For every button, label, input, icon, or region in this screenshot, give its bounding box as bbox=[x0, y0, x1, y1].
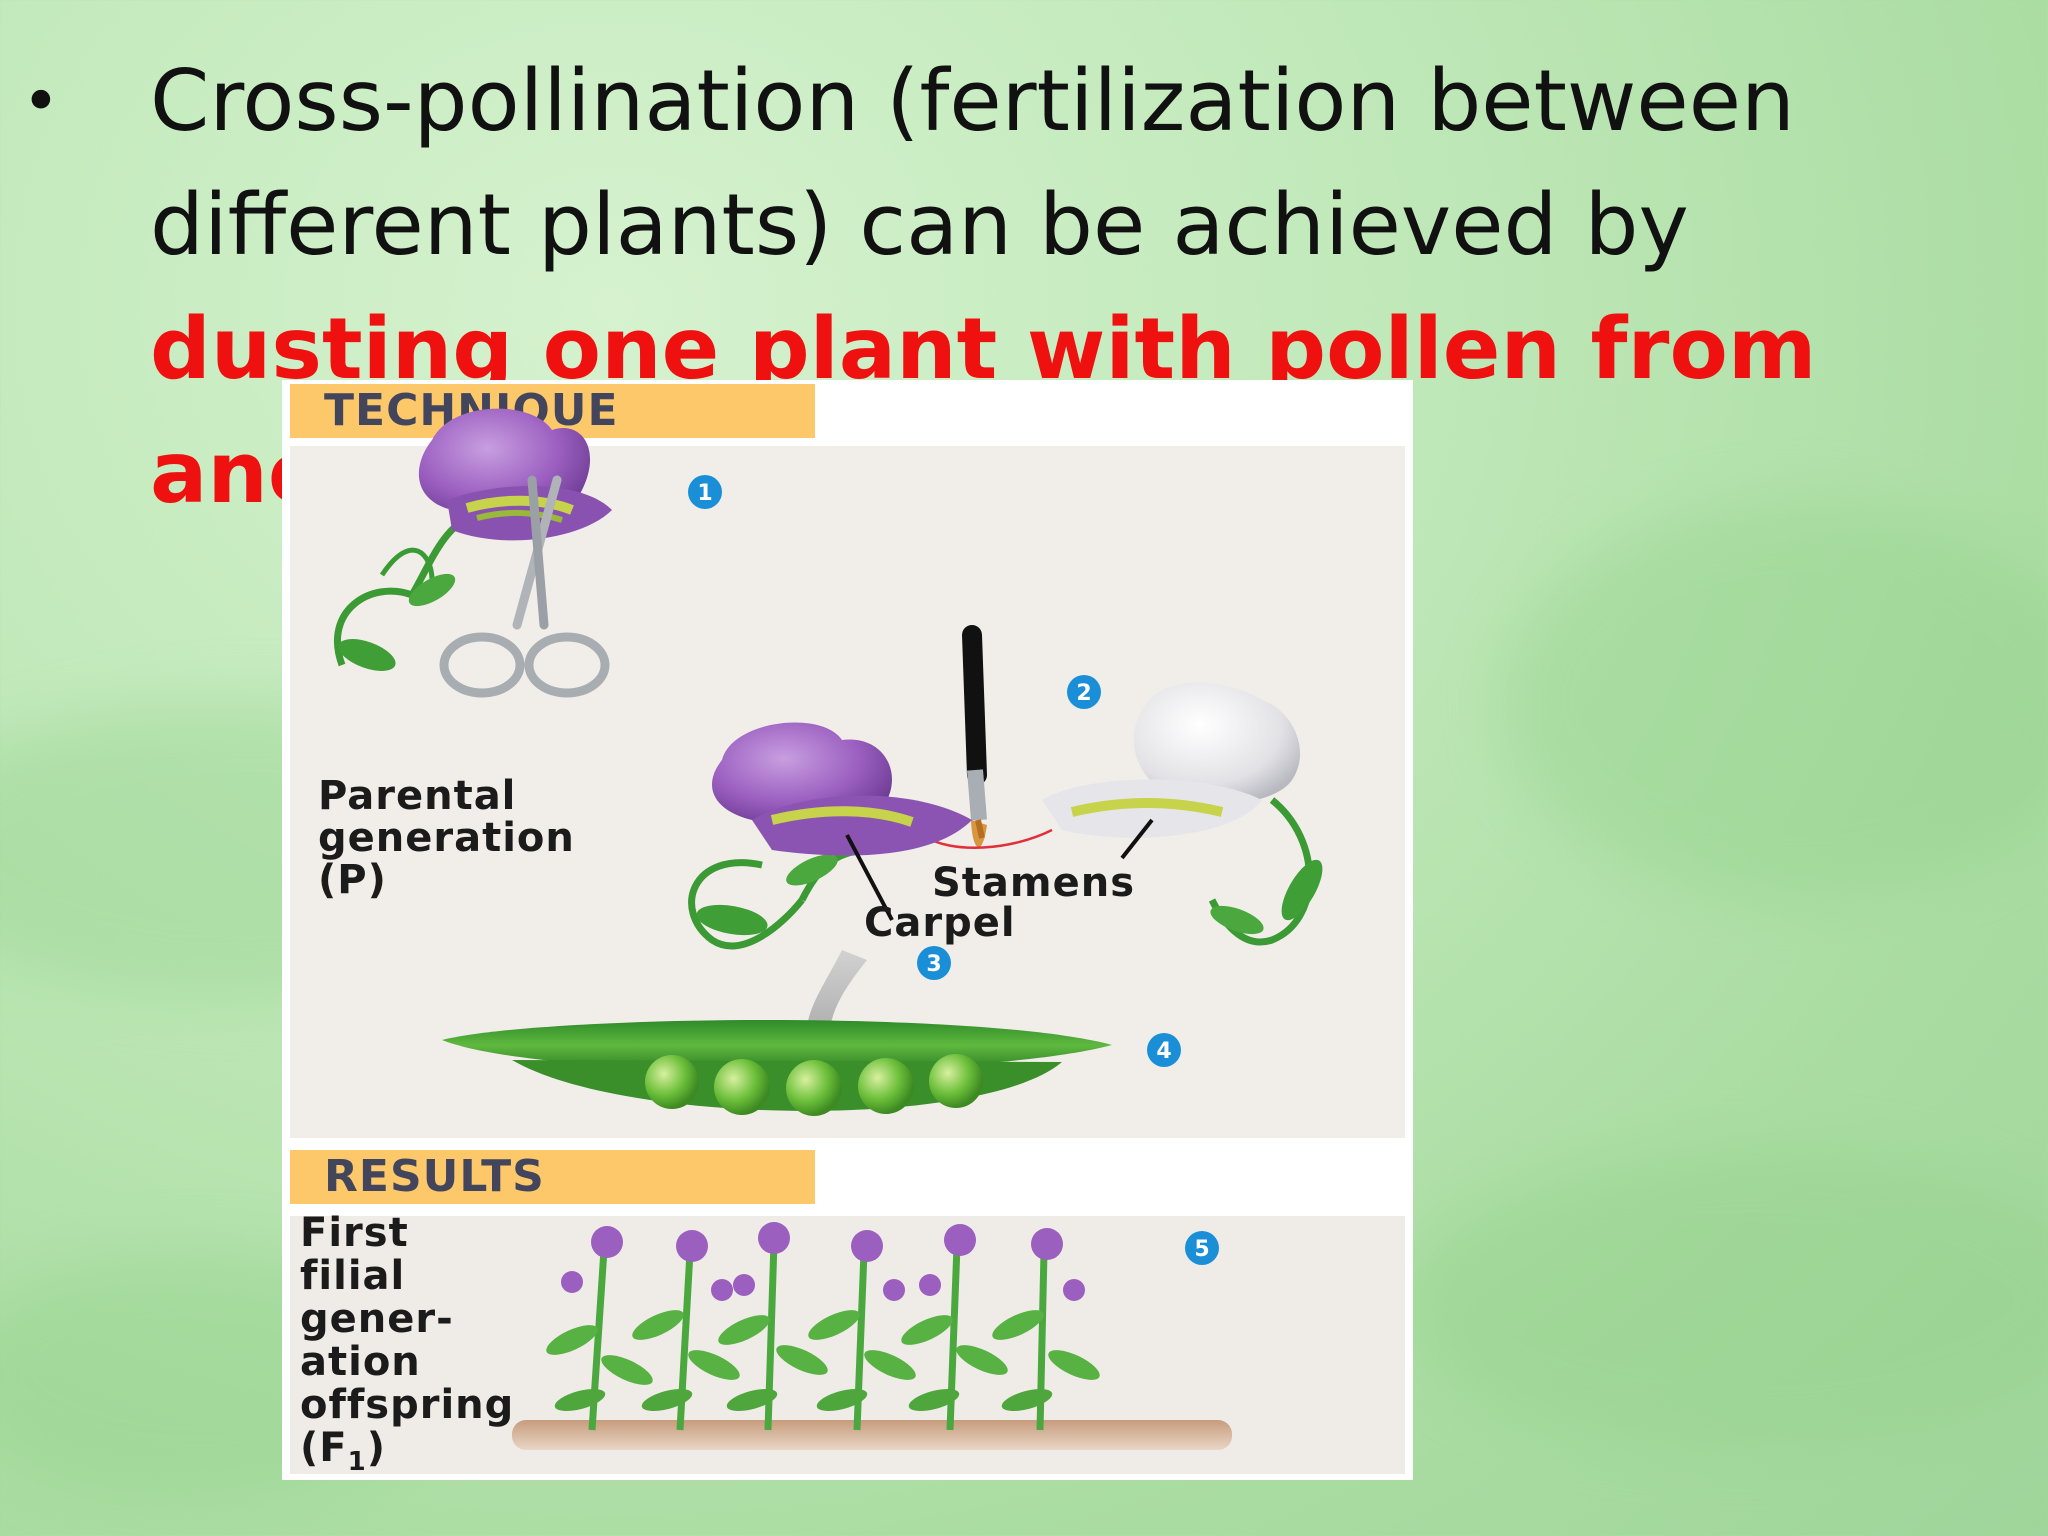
f1-offspring-label: First filial gener- ation offspring (F1) bbox=[300, 1212, 514, 1484]
paragraph-text: Cross-pollination (fertilization between… bbox=[150, 52, 1795, 275]
pea-pod bbox=[442, 1020, 1112, 1116]
stamens-label: Stamens bbox=[932, 860, 1136, 906]
step-badge-3: 3 bbox=[917, 946, 951, 980]
pollination-figure: TECHNIQUE RESULTS bbox=[282, 380, 1413, 1480]
bullet-point: • bbox=[22, 65, 60, 139]
figure-illustration: 1 2 3 4 5 bbox=[333, 408, 1323, 1450]
step-number: 1 bbox=[697, 481, 712, 506]
step-badge-4: 4 bbox=[1147, 1033, 1181, 1067]
step-number: 4 bbox=[1156, 1039, 1171, 1064]
step-number: 2 bbox=[1076, 681, 1091, 706]
background-streak bbox=[1400, 1150, 2048, 1450]
stamens-leader-line bbox=[1120, 818, 1154, 860]
parental-generation-label: Parental generation (P) bbox=[318, 773, 575, 903]
step-badge-2: 2 bbox=[1067, 675, 1101, 709]
results-label: RESULTS bbox=[290, 1150, 815, 1204]
carpel-label: Carpel bbox=[864, 900, 1016, 946]
offspring-plant bbox=[992, 1228, 1100, 1431]
scissors-icon bbox=[439, 475, 610, 698]
carpel-leader-line bbox=[845, 834, 894, 921]
slide-body: • Cross-pollination (fertilization betwe… bbox=[0, 20, 2048, 523]
f1-offspring-plants bbox=[512, 1222, 1232, 1450]
step-number: 3 bbox=[926, 952, 941, 977]
f1-label-close: ) bbox=[366, 1425, 386, 1471]
offspring-plant bbox=[632, 1230, 740, 1431]
paintbrush-icon bbox=[962, 625, 987, 848]
emasculated-flower bbox=[333, 408, 612, 671]
background-streak bbox=[1500, 500, 2048, 900]
step-badge-1: 1 bbox=[688, 475, 722, 509]
offspring-plant bbox=[546, 1226, 653, 1431]
purple-parent-flower bbox=[688, 722, 972, 950]
step-badge-5: 5 bbox=[1185, 1231, 1219, 1265]
white-parent-flower bbox=[1042, 682, 1323, 946]
offspring-plant bbox=[808, 1230, 916, 1431]
f1-label-text: First filial gener- ation offspring (F bbox=[300, 1210, 515, 1471]
offspring-plant bbox=[901, 1224, 1008, 1431]
f1-subscript: 1 bbox=[347, 1447, 367, 1477]
offspring-plant bbox=[718, 1222, 828, 1431]
technique-label: TECHNIQUE bbox=[290, 384, 815, 438]
step-number: 5 bbox=[1194, 1237, 1209, 1262]
